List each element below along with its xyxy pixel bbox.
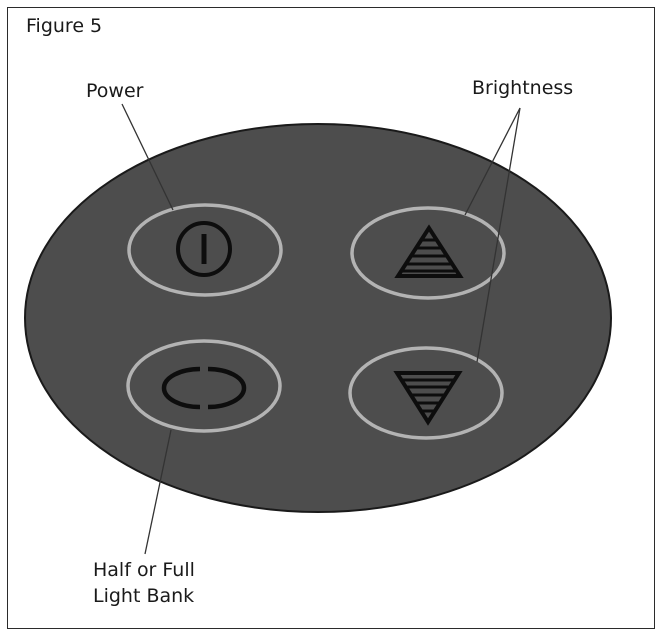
brightness-down-icon xyxy=(393,371,463,426)
control-panel xyxy=(24,123,612,513)
figure-frame xyxy=(7,7,655,629)
half-full-light-bank-icon xyxy=(161,366,247,410)
brightness-up-button-ring xyxy=(350,206,506,300)
brightness-down-button[interactable] xyxy=(348,346,504,440)
power-button-ring xyxy=(127,203,283,297)
half-full-label-line1: Half or Full xyxy=(93,559,195,581)
light-bank-button[interactable] xyxy=(126,339,282,433)
brightness-up-leader-line xyxy=(464,107,521,216)
brightness-up-icon xyxy=(394,224,464,278)
light-bank-leader-line xyxy=(144,429,172,555)
brightness-down-button-ring xyxy=(348,346,504,440)
brightness-down-leader-line xyxy=(476,107,521,363)
half-full-light-bank-label: Half or Full Light Bank xyxy=(93,557,195,609)
power-button[interactable] xyxy=(127,203,283,297)
power-icon xyxy=(176,221,232,277)
brightness-up-button[interactable] xyxy=(350,206,506,300)
power-leader-line xyxy=(121,103,174,211)
power-label: Power xyxy=(86,80,144,102)
half-full-label-line2: Light Bank xyxy=(93,585,195,607)
figure-title: Figure 5 xyxy=(26,15,103,37)
light-bank-button-ring xyxy=(126,339,282,433)
brightness-label: Brightness xyxy=(472,77,574,99)
